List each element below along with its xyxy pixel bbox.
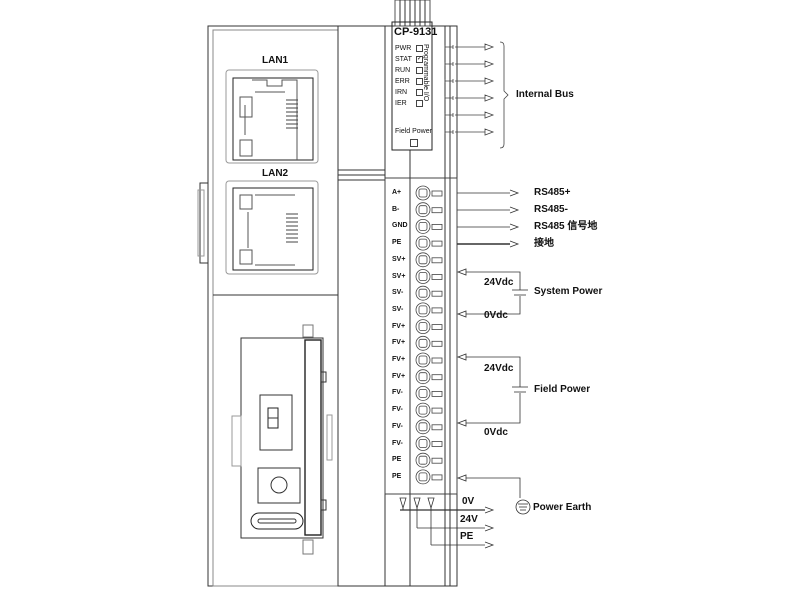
- power-earth-label: Power Earth: [533, 502, 592, 513]
- bus-24v-label: 24V: [460, 514, 478, 525]
- rs485-minus-label: RS485-: [534, 204, 568, 215]
- terminal-label: B-: [392, 205, 400, 213]
- led-box-icon: [416, 78, 423, 85]
- led-label: STAT: [395, 56, 412, 63]
- terminal-label: PE: [392, 456, 402, 464]
- bus-pe-label: PE: [460, 531, 474, 542]
- led-label: ERR: [395, 78, 410, 85]
- terminal-label: FV-: [392, 389, 403, 397]
- terminal-label: FV+: [392, 322, 406, 330]
- led-box-icon: [416, 100, 423, 107]
- terminal-label: PE: [392, 472, 402, 480]
- module-field-power-label: Field Power: [395, 128, 432, 135]
- terminal-label: FV-: [392, 406, 403, 414]
- mid-housing: [337, 25, 386, 587]
- rs485-plus-label: RS485+: [534, 187, 571, 198]
- field-power-led: [410, 139, 418, 147]
- led-box-icon: [416, 89, 423, 96]
- terminal-label: FV-: [392, 439, 403, 447]
- led-box-icon: [416, 45, 423, 52]
- terminal-label: A+: [392, 189, 402, 196]
- led-checked-icon: ✓: [416, 56, 423, 63]
- system-0vdc-label: 0Vdc: [484, 310, 508, 321]
- lan2-label: LAN2: [262, 168, 289, 179]
- service-panel: [240, 337, 324, 539]
- rs485-gnd-label: RS485 信号地: [534, 221, 598, 232]
- lan1-label: LAN1: [262, 55, 289, 66]
- terminal-label: SV+: [392, 255, 406, 263]
- programmable-io-label: Programmable I/O: [422, 44, 429, 102]
- led-label: IER: [395, 100, 407, 107]
- terminal-label: GND: [392, 222, 408, 230]
- terminal-label: FV-: [392, 422, 403, 430]
- system-24vdc-label: 24Vdc: [484, 277, 514, 288]
- led-box-icon: [416, 67, 423, 74]
- ground-label: 接地: [534, 238, 554, 249]
- model-label: CP-9131: [394, 26, 438, 38]
- terminal-label: PE: [392, 239, 402, 247]
- internal-bus-label: Internal Bus: [516, 89, 574, 100]
- led-label: IRN: [395, 89, 408, 96]
- field-power-label: Field Power: [534, 384, 591, 395]
- terminal-label: SV-: [392, 289, 404, 297]
- terminal-label: FV+: [392, 372, 406, 380]
- field-24vdc-label: 24Vdc: [484, 363, 514, 374]
- internal-bus-arrows: [444, 41, 509, 149]
- terminal-label: FV+: [392, 339, 406, 347]
- led-label: RUN: [395, 67, 411, 74]
- field-0vdc-label: 0Vdc: [484, 427, 508, 438]
- led-label: PWR: [395, 45, 412, 52]
- terminal-label: FV+: [392, 356, 406, 363]
- terminal-label: SV-: [392, 305, 404, 313]
- system-power-label: System Power: [534, 286, 603, 297]
- bus-0v-label: 0V: [462, 496, 475, 507]
- terminal-label: SV+: [392, 272, 406, 280]
